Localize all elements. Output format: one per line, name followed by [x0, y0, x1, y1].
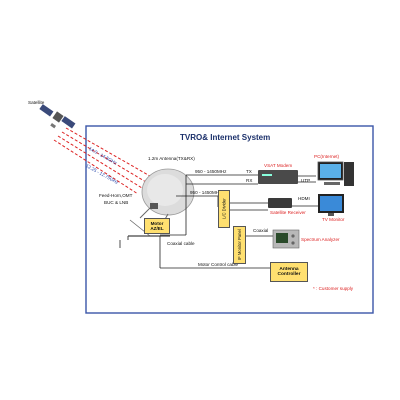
antenna-label: 1.2m Antenna(TX&RX): [148, 156, 195, 161]
pc-label: PC(Internet): [314, 154, 340, 159]
coaxial-cable-label: Coaxial cable: [167, 241, 195, 246]
antenna-controller-label-1: Antenna: [279, 267, 299, 272]
lc-divider-label: L/C Divider: [221, 198, 227, 220]
if-band-upper-label: 950 - 1450MHz: [195, 169, 227, 174]
spectrum-analyzer-label: Spectrum Analyzer: [301, 237, 340, 242]
tx-label: TX: [246, 169, 252, 174]
diagram-title: TVRO& Internet System: [180, 133, 271, 142]
satellite-receiver-icon: [268, 198, 292, 208]
satellite-receiver-label: Satellite Receiver: [270, 210, 306, 215]
buc-lnb-label: BUC & LNB: [104, 200, 129, 205]
motor-control-cable-label: Motor Control cable: [198, 262, 239, 267]
satellite-label: Satellite: [28, 100, 45, 105]
hdmi-label: HDMI: [298, 196, 310, 201]
dish-antenna-icon: [127, 168, 195, 240]
coaxial-label: Coaxial: [253, 228, 269, 233]
system-border: [85, 125, 374, 314]
pc-icon: [317, 161, 354, 186]
motor-box: Motor AZ/EL: [144, 218, 170, 234]
feed-horn-label: Feed-Horn,OMT: [99, 193, 133, 198]
tv-monitor-label: TV Monitor: [322, 217, 345, 222]
tv-monitor-icon: [318, 194, 344, 216]
if-band-lower-label: 950 - 1450MHz: [190, 190, 222, 195]
satellite-icon: [39, 104, 76, 129]
motor-label: Motor: [150, 221, 164, 226]
if-monitor-panel-box: IF Monitor Panel: [233, 226, 246, 264]
connection-lines: [119, 174, 318, 269]
vsat-modem-label: VSAT Modem: [264, 163, 293, 168]
rx-label: RX: [246, 178, 253, 183]
spectrum-analyzer-icon: [272, 229, 300, 249]
lc-divider-box: L/C Divider: [218, 190, 230, 228]
utp-label: UTP: [301, 178, 311, 183]
vsat-modem-icon: [258, 170, 298, 184]
customer-supply-note: * : Customer supply: [313, 286, 354, 291]
antenna-controller-label-2: Controller: [277, 272, 301, 277]
if-monitor-panel-label: IF Monitor Panel: [237, 229, 242, 261]
antenna-controller-box: Antenna Controller: [270, 262, 308, 282]
signal-lines: [53, 127, 151, 195]
motor-az-el-label: AZ/EL: [150, 226, 164, 231]
